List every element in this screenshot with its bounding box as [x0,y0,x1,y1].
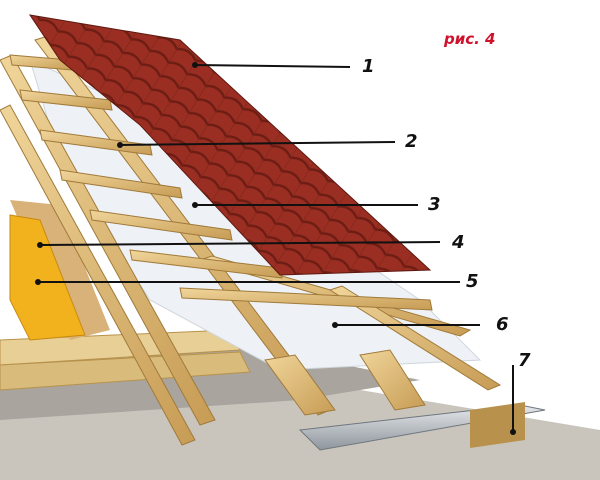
callout-1: 1 [362,56,375,77]
callout-7: 7 [518,350,531,371]
battens [9,54,433,311]
figure-label: рис. 4 [444,30,496,48]
counter-battens [264,349,426,416]
roof-tiles [28,14,432,276]
callout-4: 4 [452,232,465,253]
callout-3: 3 [428,194,441,215]
leader-dots [35,62,516,435]
insulation [9,214,86,341]
fascia-board [470,402,525,448]
leader-lines [38,64,514,432]
ceiling-boards-2 [0,351,251,391]
callout-5: 5 [466,271,479,292]
callout-2: 2 [405,131,418,152]
callout-6: 6 [496,314,509,335]
